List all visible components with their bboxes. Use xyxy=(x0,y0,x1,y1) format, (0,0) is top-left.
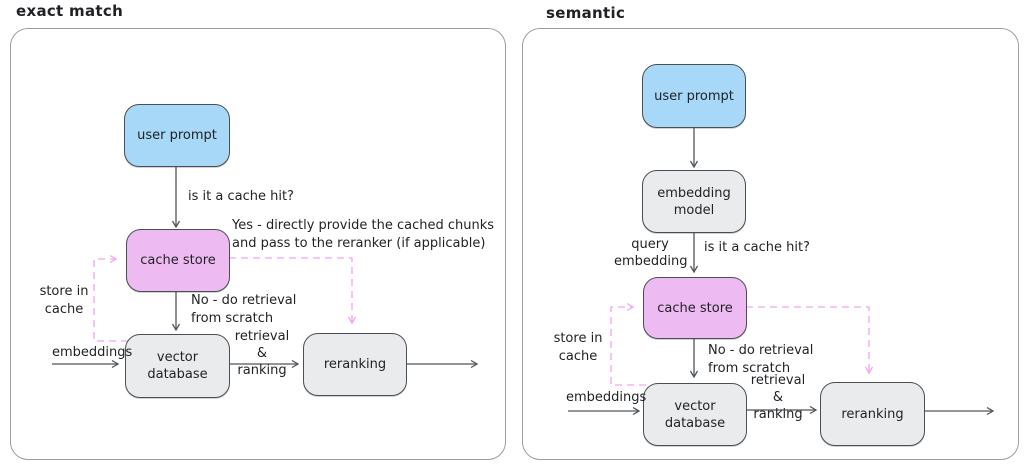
semantic-embeddings-label: embeddings xyxy=(566,390,647,405)
exact-reranking-node: reranking xyxy=(303,333,407,396)
exact-embeddings-label: embeddings xyxy=(52,345,133,360)
exact-no-label: No - do retrieval from scratch xyxy=(191,293,297,326)
semantic-cache-store-node: cache store xyxy=(643,277,747,339)
semantic-embedding-model-node: embedding model xyxy=(642,170,746,233)
semantic-panel xyxy=(522,28,1019,460)
semantic-cache-hit-label: is it a cache hit? xyxy=(704,240,810,255)
exact-yes-label: Yes - directly provide the cached chunks… xyxy=(232,218,495,251)
semantic-reranking-node: reranking xyxy=(820,382,925,446)
exact-retrieval-ranking-label: retrieval & ranking xyxy=(234,329,290,378)
semantic-query-embedding-label: query embedding xyxy=(614,237,688,269)
semantic-store-in-cache-label: store in cache xyxy=(553,331,603,364)
semantic-vector-database-node: vector database xyxy=(643,383,747,446)
semantic-retrieval-ranking-label: retrieval & ranking xyxy=(750,373,806,422)
semantic-no-label: No - do retrieval from scratch xyxy=(708,343,814,376)
semantic-title: semantic xyxy=(546,4,626,22)
exact-user-prompt-node: user prompt xyxy=(124,104,230,167)
exact-store-in-cache-label: store in cache xyxy=(39,284,89,317)
exact-cache-hit-label: is it a cache hit? xyxy=(188,189,294,204)
exact-vector-database-node: vector database xyxy=(125,334,230,398)
exact-cache-store-node: cache store xyxy=(126,229,230,292)
semantic-user-prompt-node: user prompt xyxy=(642,64,746,128)
exact-match-panel xyxy=(10,28,506,460)
exact-match-title: exact match xyxy=(16,2,124,20)
